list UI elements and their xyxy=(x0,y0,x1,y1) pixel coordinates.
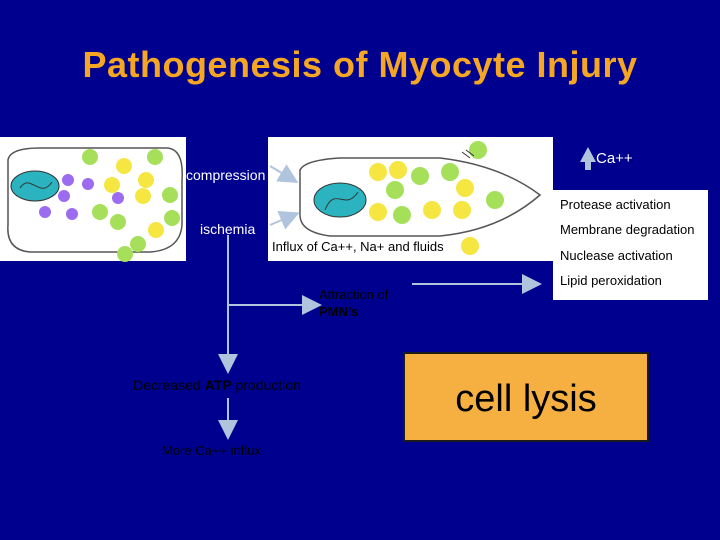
protease-label: Protease activation xyxy=(560,197,671,212)
cell-lysis-text: cell lysis xyxy=(455,378,597,420)
ca-up-label: Ca++ xyxy=(596,150,633,167)
influx-label: Influx of Ca++, Na+ and fluids xyxy=(272,239,444,254)
attraction-label-line2: PMN’s xyxy=(319,304,359,319)
lipid-label: Lipid peroxidation xyxy=(560,273,662,288)
slide-title: Pathogenesis of Myocyte Injury xyxy=(82,44,638,85)
flow-arrows xyxy=(218,147,596,440)
ischemia-label: ischemia xyxy=(200,221,256,237)
more-ca-label: More Ca++ influx xyxy=(162,443,261,458)
atp-label: Decreased ATP production xyxy=(133,377,301,393)
atp-label-after: production xyxy=(231,377,301,393)
compression-label: compression xyxy=(186,167,266,183)
up-arrow-icon xyxy=(580,147,596,170)
atp-label-bold: ATP xyxy=(204,377,232,393)
normal-cell xyxy=(7,147,183,262)
cell-lysis-box: cell lysis xyxy=(403,352,649,442)
membrane-label: Membrane degradation xyxy=(560,222,695,237)
atp-label-before: Decreased xyxy=(133,377,205,393)
injured-cell xyxy=(299,141,542,255)
effects-list-panel xyxy=(553,190,708,300)
nuclease-label: Nuclease activation xyxy=(560,248,673,263)
attraction-label-line1: Attraction of xyxy=(319,287,389,302)
